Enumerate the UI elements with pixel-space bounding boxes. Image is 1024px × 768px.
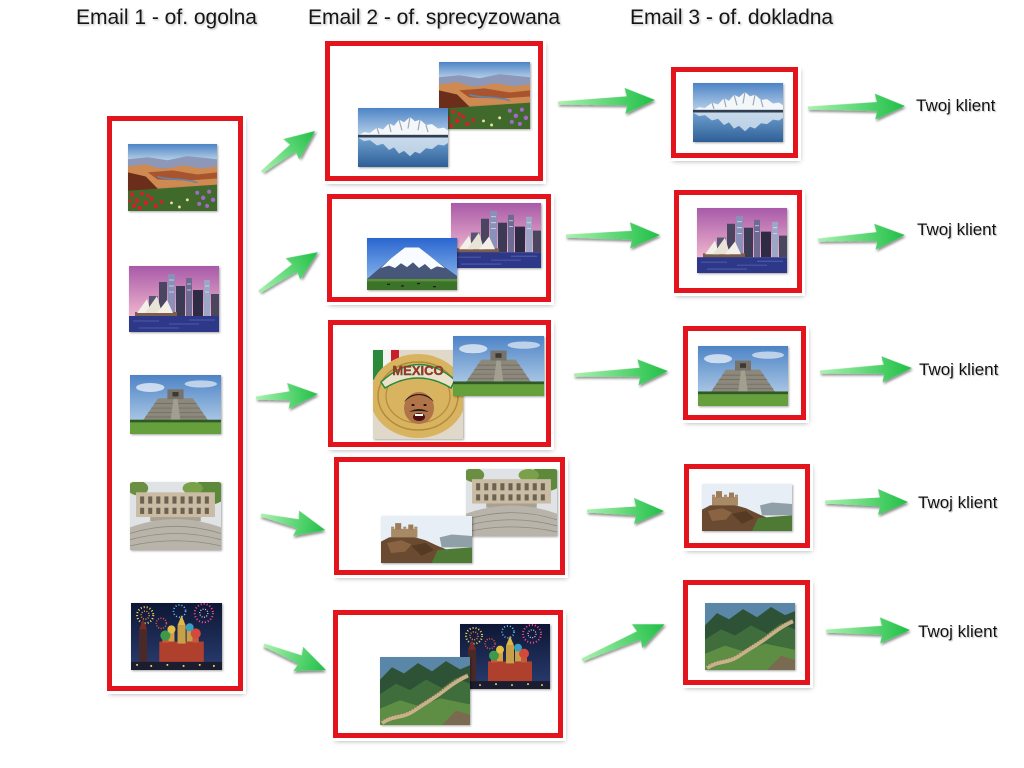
mexico-sombrero-photo: MEXICO	[373, 350, 463, 439]
moscow-cathedral-photo	[460, 624, 550, 689]
arrow-email1-to-email2-1	[261, 131, 316, 174]
sydney-opera-photo	[129, 266, 219, 332]
arrow-email1-to-email2-4	[260, 510, 326, 536]
arrow-email3-to-client-1	[807, 93, 905, 120]
moscow-cathedral-photo	[131, 603, 222, 670]
arrow-email3-to-client-4	[825, 489, 908, 515]
email3-heading: Email 3 - of. dokladna	[630, 6, 834, 29]
client-label-3: Twoj klient	[919, 360, 999, 379]
mexico-hat-lettering: MEXICO	[392, 363, 443, 378]
amphitheater-photo	[466, 469, 557, 536]
arrow-email3-to-client-3	[819, 356, 912, 383]
sydney-opera-photo	[451, 203, 541, 268]
arrow-email2-to-email3-4	[587, 498, 664, 524]
amphitheater-photo	[130, 482, 221, 550]
sydney-opera-photo	[697, 208, 787, 273]
great-wall-photo	[705, 603, 795, 670]
mount-fuji-photo	[367, 238, 457, 290]
mountain-lake-photo	[358, 108, 448, 167]
chichen-itza-pyramid-photo	[698, 346, 788, 406]
arrow-email3-to-client-2	[817, 223, 905, 250]
arrow-email1-to-email2-3	[255, 382, 318, 409]
arrow-email1-to-email2-2	[258, 252, 318, 294]
email1-heading: Email 1 - of. ogolna	[76, 6, 257, 29]
grand-canyon-photo	[128, 144, 217, 211]
hilltop-castle-photo	[702, 484, 792, 531]
hilltop-castle-photo	[381, 516, 472, 563]
great-wall-photo	[380, 657, 470, 725]
mountain-lake-photo	[693, 83, 783, 142]
client-label-4: Twoj klient	[918, 493, 998, 512]
client-label-2: Twoj klient	[917, 220, 997, 239]
arrow-email2-to-email3-1	[557, 87, 655, 114]
chichen-itza-pyramid-photo	[453, 336, 544, 396]
grand-canyon-photo	[439, 62, 530, 129]
client-label-1: Twoj klient	[916, 96, 996, 115]
chichen-itza-pyramid-photo	[130, 375, 221, 434]
arrow-email2-to-email3-2	[565, 222, 660, 249]
arrow-email3-to-client-5	[825, 617, 910, 644]
arrow-email2-to-email3-3	[573, 359, 668, 386]
arrow-email2-to-email3-5	[581, 624, 665, 662]
client-label-5: Twoj klient	[918, 622, 998, 641]
email2-heading: Email 2 - of. sprecyzowana	[308, 6, 561, 29]
arrow-email1-to-email2-5	[263, 643, 327, 671]
